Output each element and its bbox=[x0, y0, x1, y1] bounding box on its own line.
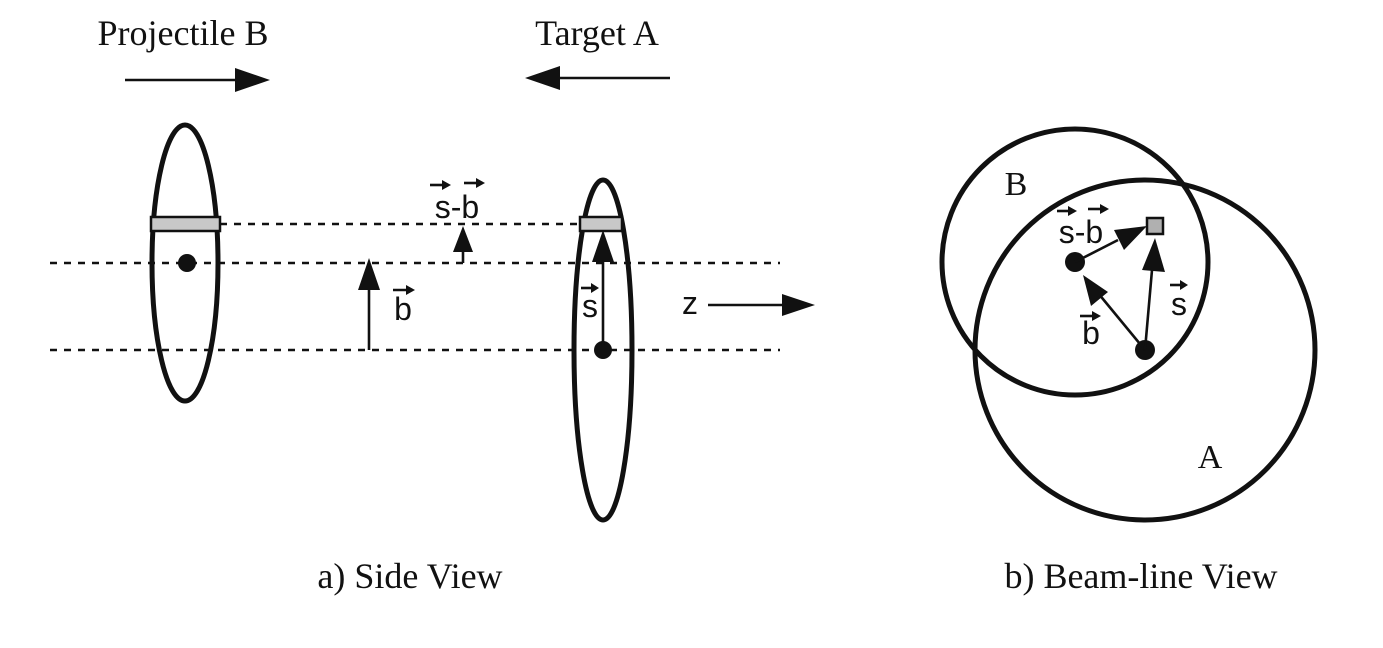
vec-s-arrow-side bbox=[592, 230, 614, 346]
beam-vec-s-arrow bbox=[1142, 238, 1165, 351]
vec-s-label-side: s bbox=[581, 283, 599, 324]
nucleus-b-label: B bbox=[1005, 166, 1028, 203]
target-direction-arrow bbox=[525, 66, 670, 90]
nucleus-b-circle bbox=[939, 126, 1211, 398]
side-view-caption: a) Side View bbox=[317, 556, 502, 596]
target-center-dot bbox=[594, 341, 612, 359]
beam-line-view-caption: b) Beam-line View bbox=[1004, 556, 1277, 596]
z-axis-label: z bbox=[682, 285, 698, 321]
projectile-label: Projectile B bbox=[98, 13, 269, 53]
vec-s-minus-b-text-side: s-b bbox=[435, 189, 479, 225]
side-view-panel: Projectile B Target A b bbox=[50, 13, 815, 596]
projectile-center-dot bbox=[178, 254, 196, 272]
beam-vec-s-minus-b-text: s-b bbox=[1059, 214, 1103, 250]
beam-vec-s-minus-b-arrow bbox=[1074, 226, 1147, 264]
nucleon-position-square bbox=[1145, 216, 1165, 236]
nucleus-a-label: A bbox=[1198, 439, 1223, 476]
vec-b-text-side: b bbox=[394, 291, 412, 327]
nucleus-a-circle bbox=[972, 177, 1318, 523]
beam-line-view-panel: B A s-b b bbox=[939, 126, 1318, 596]
projectile-flux-tube bbox=[149, 215, 222, 233]
impact-parameter-arrow bbox=[358, 258, 380, 350]
vec-s-minus-b-label-side: s-b bbox=[430, 178, 485, 225]
beam-vec-b-label: b bbox=[1080, 311, 1101, 351]
vec-s-text-side: s bbox=[582, 288, 598, 324]
z-axis: z bbox=[682, 285, 815, 321]
beam-vec-b-arrow bbox=[1083, 275, 1147, 351]
target-flux-tube bbox=[578, 215, 624, 233]
vec-b-label-side: b bbox=[393, 285, 415, 327]
s-minus-b-arrow bbox=[453, 226, 473, 263]
beam-vec-s-label: s bbox=[1170, 280, 1188, 322]
projectile-direction-arrow bbox=[125, 68, 270, 92]
target-nucleus-ellipse bbox=[571, 177, 635, 523]
beam-vec-s-minus-b-label: s-b bbox=[1057, 204, 1109, 250]
target-label: Target A bbox=[535, 13, 659, 53]
beam-vec-b-text: b bbox=[1082, 315, 1100, 351]
beam-vec-s-text: s bbox=[1171, 286, 1187, 322]
projectile-nucleus-ellipse bbox=[149, 122, 221, 404]
